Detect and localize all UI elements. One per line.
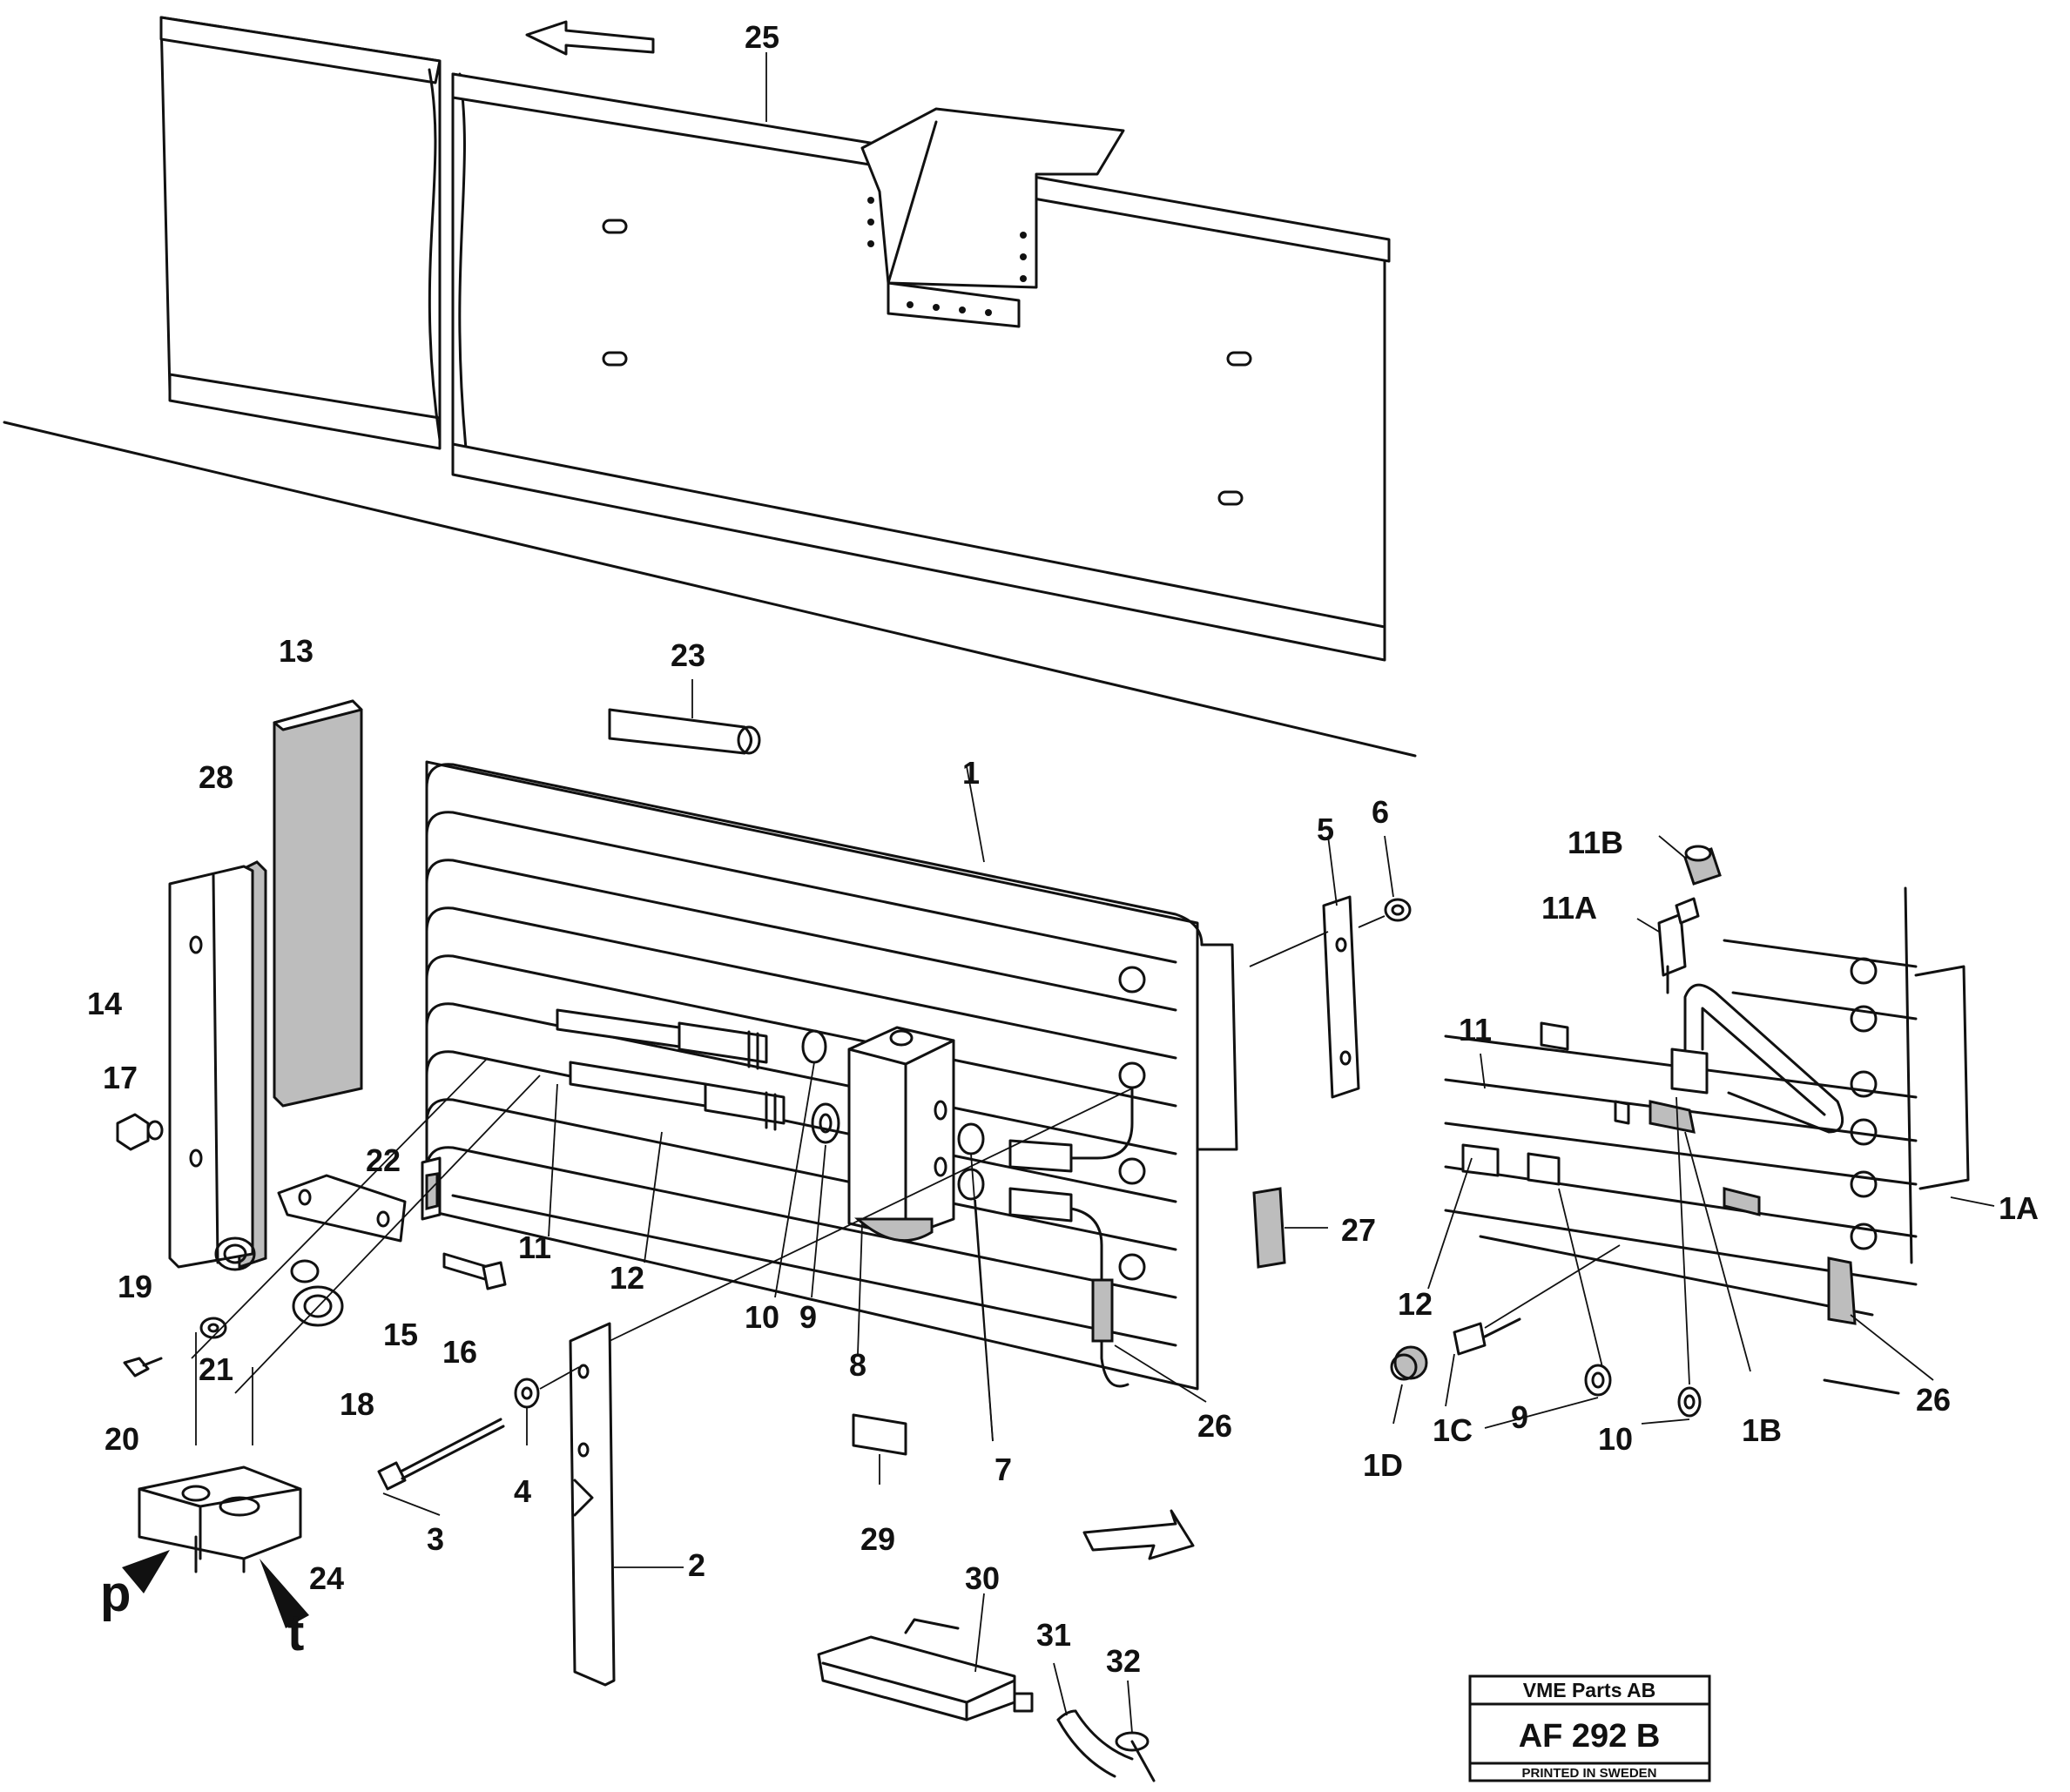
callout-9-detail: 9 [1511, 1399, 1528, 1435]
callout-16: 16 [442, 1334, 477, 1370]
valve-assembly [548, 1008, 1207, 1442]
callout-2: 2 [688, 1547, 705, 1583]
upper-panel-assembly [3, 16, 1417, 758]
callout-1B: 1B [1742, 1412, 1782, 1448]
callout-11-main: 11 [518, 1229, 551, 1265]
port-t-label: t [287, 1605, 304, 1661]
callout-11B: 11B [1568, 825, 1623, 860]
callout-27: 27 [1341, 1212, 1376, 1248]
callout-11A: 11A [1541, 890, 1597, 926]
callout-1: 1 [962, 755, 980, 791]
callout-8: 8 [849, 1347, 866, 1383]
callout-11-detail: 11 [1459, 1012, 1492, 1048]
left-side-parts [116, 699, 541, 1628]
callout-23: 23 [671, 637, 705, 673]
callout-10-detail: 10 [1598, 1421, 1633, 1457]
callout-13: 13 [279, 633, 314, 669]
callout-29: 29 [860, 1521, 895, 1557]
callout-15: 15 [383, 1317, 418, 1352]
callout-12-detail: 12 [1398, 1286, 1433, 1322]
coil-assembly [425, 760, 1238, 1391]
callout-22: 22 [366, 1142, 401, 1178]
callout-5: 5 [1317, 812, 1334, 847]
callout-19: 19 [118, 1269, 152, 1304]
callout-14: 14 [87, 986, 122, 1021]
callout-20: 20 [105, 1421, 139, 1457]
callout-30: 30 [965, 1560, 1000, 1596]
callout-31: 31 [1036, 1617, 1071, 1653]
callout-26-detail: 26 [1916, 1382, 1951, 1418]
callout-32: 32 [1106, 1643, 1141, 1679]
callout-24: 24 [309, 1560, 344, 1596]
center-lower-parts [377, 1088, 1195, 1782]
callout-1A: 1A [1999, 1190, 2039, 1226]
port-p-label: p [100, 1566, 131, 1622]
callout-28: 28 [199, 759, 233, 795]
callout-1D: 1D [1363, 1447, 1403, 1483]
callout-6: 6 [1372, 794, 1389, 830]
callout-4: 4 [514, 1473, 531, 1509]
callout-12-main: 12 [610, 1260, 644, 1296]
callout-7: 7 [995, 1452, 1012, 1487]
callout-9-main: 9 [799, 1299, 817, 1335]
callout-21: 21 [199, 1351, 233, 1387]
title-block: VME Parts AB AF 292 B PRINTED IN SWEDEN [1468, 1674, 1711, 1782]
callout-1C: 1C [1433, 1412, 1473, 1448]
callout-26-main: 26 [1197, 1408, 1232, 1444]
callout-labels: 25 23 13 28 1 5 6 11B 11A 11 1A 14 17 22… [87, 19, 2039, 1679]
callout-3: 3 [427, 1521, 444, 1557]
callout-25: 25 [745, 19, 779, 55]
title-block-footer: PRINTED IN SWEDEN [1521, 1766, 1656, 1781]
callout-10-main: 10 [745, 1299, 779, 1335]
callout-18: 18 [340, 1386, 374, 1422]
callout-17: 17 [103, 1060, 138, 1095]
detail-view [1390, 835, 1995, 1429]
right-top-parts [608, 679, 1412, 1269]
title-block-company: VME Parts AB [1523, 1679, 1656, 1701]
title-block-code: AF 292 B [1519, 1718, 1661, 1755]
